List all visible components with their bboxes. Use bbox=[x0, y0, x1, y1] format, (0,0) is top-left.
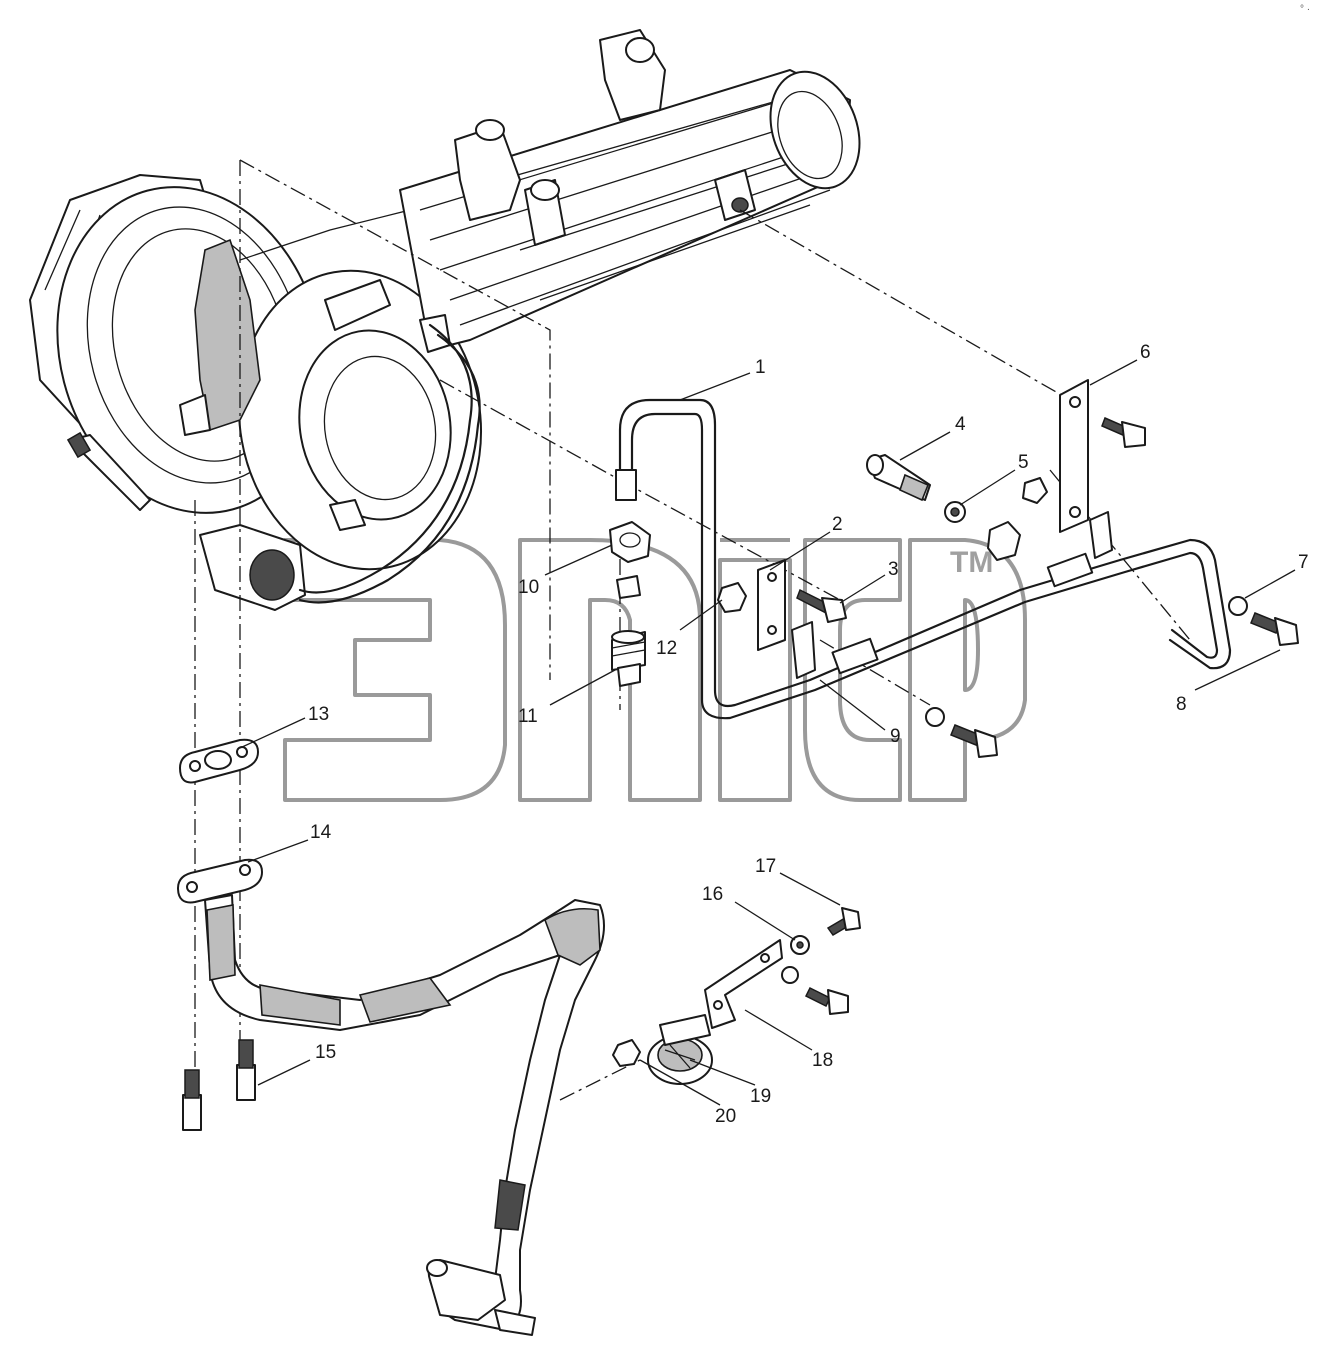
part-20-nut bbox=[612, 1039, 641, 1067]
turbo-coolant-loop bbox=[298, 323, 473, 594]
part-6-mount-plate bbox=[1059, 379, 1146, 533]
part-7-washer-bolt bbox=[1228, 596, 1299, 646]
callout-5: 5 bbox=[1018, 452, 1029, 473]
tube-bracket-upper bbox=[1089, 511, 1113, 559]
part-17-bolt bbox=[826, 907, 861, 936]
callout-20: 20 bbox=[715, 1106, 736, 1127]
part-2-bracket bbox=[757, 559, 786, 651]
callout-15: 15 bbox=[315, 1042, 336, 1063]
callout-17: 17 bbox=[755, 856, 776, 877]
part-19-clamp bbox=[647, 1014, 713, 1085]
callout-10: 10 bbox=[518, 577, 539, 598]
callout-18: 18 bbox=[812, 1050, 833, 1071]
callout-14: 14 bbox=[310, 822, 332, 843]
flare-nut bbox=[987, 521, 1021, 561]
part-3-bolt bbox=[796, 588, 847, 623]
part-14-oil-drain-tube bbox=[177, 858, 605, 1336]
part-15-studs bbox=[182, 1039, 256, 1131]
callout-1: 1 bbox=[755, 357, 766, 378]
part-18-angle-bracket bbox=[704, 939, 849, 1029]
callout-2: 2 bbox=[832, 514, 843, 535]
turbocharger bbox=[29, 174, 483, 611]
part-9-washer-bolt bbox=[925, 707, 998, 758]
callout-4: 4 bbox=[955, 414, 966, 435]
ferrule bbox=[616, 575, 641, 599]
callout-labels: 1 2 3 4 5 6 7 8 9 10 11 12 13 14 15 16 1… bbox=[308, 342, 1309, 1127]
callout-19: 19 bbox=[750, 1086, 771, 1107]
part-11-adapter-fitting bbox=[611, 630, 646, 687]
part-16-washer bbox=[790, 935, 810, 955]
corner-mark: ° · bbox=[1300, 4, 1310, 15]
exhaust-manifold bbox=[399, 29, 861, 353]
callout-8: 8 bbox=[1176, 694, 1187, 715]
part-1-oil-supply-tube bbox=[615, 398, 1232, 720]
watermark-logo: TM bbox=[283, 538, 1027, 802]
callout-9: 9 bbox=[890, 726, 901, 747]
tube-bracket-lower bbox=[791, 621, 816, 679]
part-10-nut bbox=[609, 521, 651, 563]
callout-12: 12 bbox=[656, 638, 677, 659]
callout-3: 3 bbox=[888, 559, 899, 580]
callout-16: 16 bbox=[702, 884, 723, 905]
part-12-nut bbox=[717, 582, 747, 613]
callout-6: 6 bbox=[1140, 342, 1151, 363]
part-5-washers bbox=[944, 477, 1048, 523]
watermark-trademark: TM bbox=[950, 546, 993, 579]
callout-13: 13 bbox=[308, 704, 329, 725]
leader-lines bbox=[239, 359, 1296, 1106]
part-4-union-fitting bbox=[866, 454, 931, 502]
callout-11: 11 bbox=[518, 706, 538, 727]
callout-7: 7 bbox=[1298, 552, 1309, 573]
part-13-gasket bbox=[179, 738, 259, 784]
